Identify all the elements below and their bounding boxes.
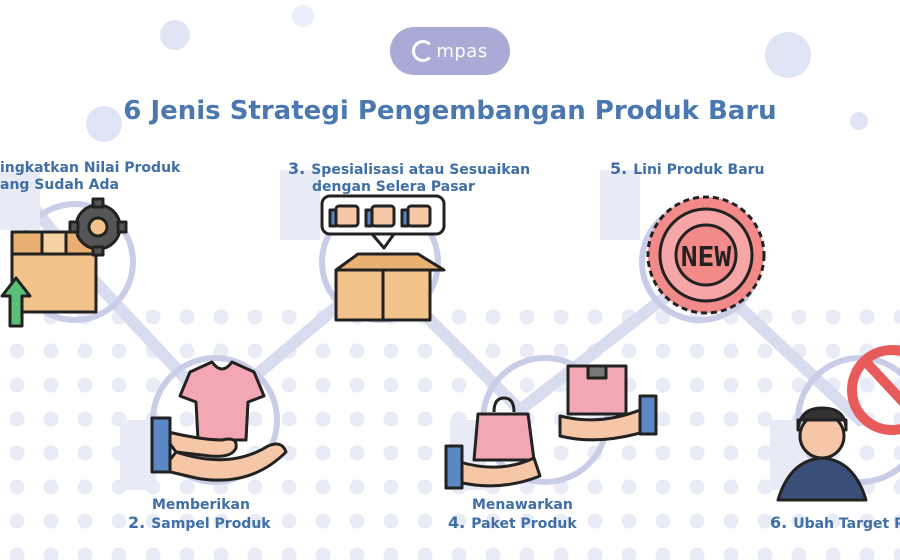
decor-bubble bbox=[765, 32, 811, 78]
decor-bubble bbox=[850, 112, 868, 130]
step-label-2: Memberikan 2. Sampel Produk bbox=[128, 497, 271, 533]
box-thumbs-up-icon bbox=[320, 194, 446, 322]
step-4-line2: Paket Produk bbox=[471, 516, 577, 532]
person-no-sign-icon bbox=[776, 345, 900, 502]
step-1-line2: ang Sudah Ada bbox=[0, 177, 119, 193]
new-badge-icon: NEW bbox=[646, 195, 766, 315]
bag-box-hands-icon bbox=[444, 364, 658, 490]
shirt-hand-icon bbox=[150, 360, 288, 482]
badge-text: NEW bbox=[681, 240, 732, 273]
step-label-5: 5. Lini Produk Baru bbox=[610, 160, 765, 179]
step-6-line1: Ubah Target P bbox=[793, 516, 900, 532]
step-1-line1: ingkatkan Nilai Produk bbox=[0, 160, 181, 176]
step-5-number: 5. bbox=[610, 159, 628, 178]
logo-ring-icon bbox=[412, 40, 435, 62]
step-4-number: 4. bbox=[448, 513, 466, 532]
step-3-line2: dengan Selera Pasar bbox=[312, 179, 475, 195]
step-2-line2: Sampel Produk bbox=[151, 516, 271, 532]
step-5-line1: Lini Produk Baru bbox=[633, 162, 765, 178]
decor-bubble bbox=[292, 5, 314, 27]
step-4-line1: Menawarkan bbox=[472, 497, 573, 513]
decor-bubble bbox=[86, 106, 122, 142]
page-title: 6 Jenis Strategi Pengembangan Produk Bar… bbox=[123, 96, 777, 126]
step-label-6: 6. Ubah Target P bbox=[770, 514, 900, 533]
step-3-line1: Spesialisasi atau Sesuaikan bbox=[311, 162, 531, 178]
step-2-line1: Memberikan bbox=[152, 497, 250, 513]
step-label-1: ingkatkan Nilai Produk ang Sudah Ada bbox=[0, 160, 180, 194]
step-label-3: 3. Spesialisasi atau Sesuaikan dengan Sel… bbox=[288, 160, 530, 196]
box-up-arrow-gear-icon bbox=[0, 197, 128, 328]
brand-logo: mpas bbox=[390, 27, 510, 75]
decor-bubble bbox=[160, 20, 190, 50]
step-2-number: 2. bbox=[128, 513, 146, 532]
step-3-number: 3. bbox=[288, 159, 306, 178]
logo-text: mpas bbox=[436, 40, 488, 62]
step-label-4: Menawarkan 4. Paket Produk bbox=[448, 497, 577, 533]
step-6-number: 6. bbox=[770, 513, 788, 532]
